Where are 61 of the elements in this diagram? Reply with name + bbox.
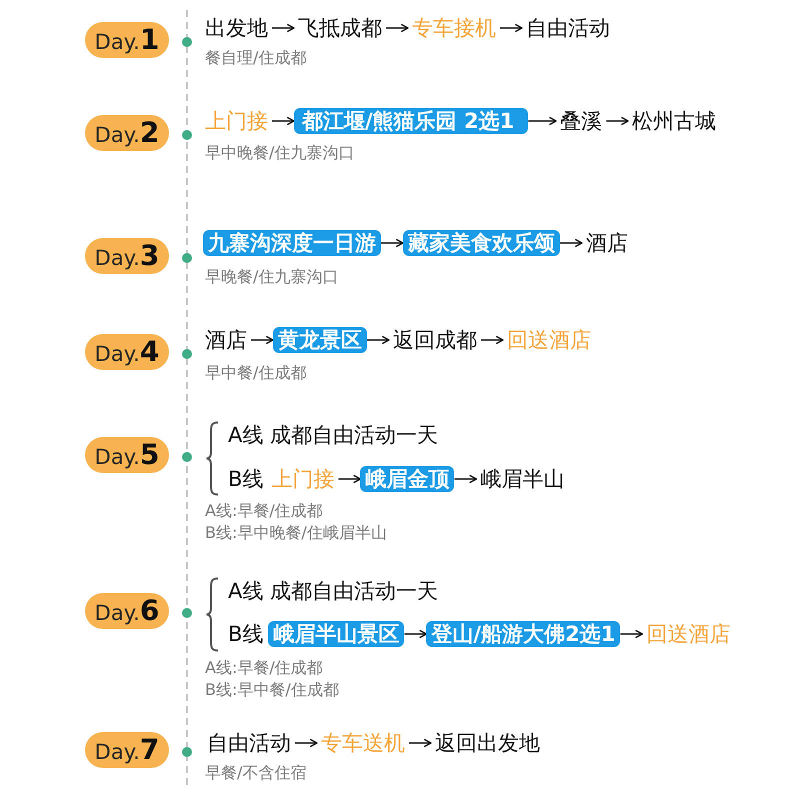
place-label: 返回出发地: [431, 731, 544, 755]
service-label: 上门接: [267, 467, 338, 491]
service-label: 专车接机: [408, 16, 500, 40]
day-badge: Day.2: [85, 115, 169, 151]
attraction-tag: 都江堰/熊猫乐园 2选1: [294, 108, 528, 134]
attraction-tag: 峨眉半山景区: [268, 621, 404, 647]
place-label: 峨眉半山: [476, 467, 568, 491]
meal-note: B线:早中餐/住成都: [205, 680, 339, 700]
route-label: A线 成都自由活动一天: [228, 579, 438, 603]
place-label: 酒店: [582, 231, 632, 255]
arrow: [367, 336, 390, 344]
attraction-tag: 峨眉金顶: [360, 466, 454, 492]
meal-note: 早中餐/住成都: [205, 363, 306, 383]
service-label: 专车送机: [317, 731, 409, 755]
service-label: 上门接: [201, 109, 272, 133]
meal-note: 早晚餐/住九寨沟口: [205, 267, 338, 287]
route-label: A线 成都自由活动一天: [228, 423, 438, 447]
arrow: [560, 238, 583, 248]
arrow: [500, 24, 523, 32]
route-label: B线: [228, 622, 264, 646]
arrow: [272, 116, 295, 126]
day-badge: Day.4: [85, 334, 169, 370]
service-label: 回送酒店: [503, 328, 595, 352]
meal-note: A线:早餐/住成都: [205, 501, 323, 521]
day-badge: Day.7: [85, 732, 169, 768]
place-label: 松州古城: [628, 109, 720, 133]
day-badge: Day.1: [85, 22, 169, 58]
arrow: [409, 738, 432, 748]
arrow: [338, 474, 362, 484]
day-badge: Day.5: [85, 437, 169, 473]
place-label: 酒店: [201, 328, 251, 352]
service-label: 回送酒店: [642, 622, 734, 646]
attraction-tag: 黄龙景区: [273, 327, 367, 353]
arrow: [454, 474, 478, 484]
meal-note: 早中晚餐/住九寨沟口: [205, 143, 354, 163]
place-label: 出发地: [201, 16, 272, 40]
place-label: 飞抵成都: [294, 16, 386, 40]
meal-note: A线:早餐/住成都: [205, 658, 323, 678]
day-badge: Day.6: [85, 593, 169, 629]
attraction-tag: 登山/船游大佛2选1: [426, 621, 620, 647]
place-label: 叠溪: [556, 109, 606, 133]
place-label: 返回成都: [389, 328, 481, 352]
arrow: [295, 738, 318, 748]
arrow: [386, 24, 409, 32]
meal-note: 早餐/不含住宿: [205, 763, 306, 783]
meal-note: 餐自理/住成都: [205, 48, 306, 68]
arrow: [620, 630, 644, 638]
attraction-tag: 九寨沟深度一日游: [203, 230, 381, 256]
arrow: [528, 116, 557, 126]
meal-note: B线:早中晚餐/住峨眉半山: [205, 523, 387, 543]
arrow: [481, 336, 504, 344]
arrow: [404, 630, 428, 638]
arrow: [381, 238, 404, 248]
place-label: 自由活动: [203, 731, 295, 755]
route-label: B线: [228, 467, 264, 491]
arrow: [606, 116, 629, 126]
attraction-tag: 藏家美食欢乐颂: [403, 230, 560, 256]
arrow: [251, 336, 274, 344]
day-badge: Day.3: [85, 238, 169, 274]
arrow: [272, 24, 295, 32]
place-label: 自由活动: [522, 16, 614, 40]
